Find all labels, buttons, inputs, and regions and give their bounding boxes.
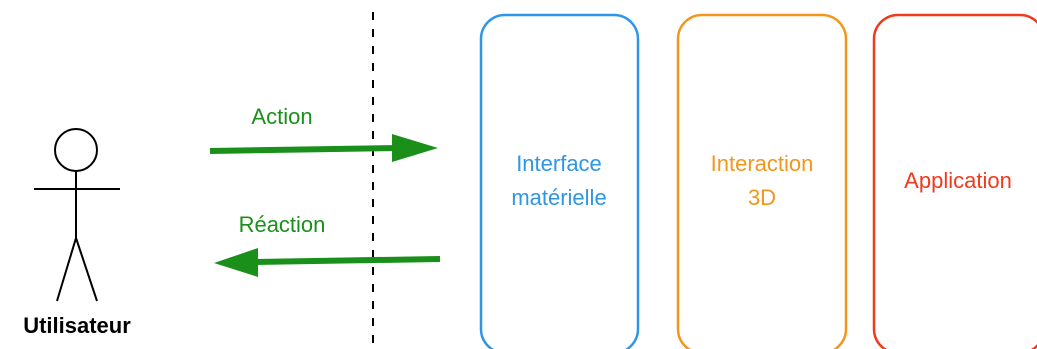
box-interaction-3d-line-2: 3D: [748, 185, 776, 210]
box-application: Application: [872, 13, 1037, 349]
action-arrow-head: [392, 134, 438, 162]
box-interface-materielle-frame: [479, 13, 640, 349]
action-arrow-shaft: [209, 145, 399, 154]
box-interaction-3d: Interaction 3D: [676, 13, 848, 349]
box-interaction-3d-line-1: Interaction: [711, 151, 814, 176]
reaction-label: Réaction: [239, 212, 326, 237]
box-application-line-1: Application: [904, 168, 1012, 193]
box-interface-materielle-line-2: matérielle: [511, 185, 606, 210]
actor-right-leg: [75, 237, 98, 302]
actor-label: Utilisateur: [23, 313, 131, 338]
reaction-arrow: [214, 248, 441, 277]
action-label: Action: [251, 104, 312, 129]
actor-head: [54, 128, 98, 172]
box-interface-materielle: Interface matérielle: [479, 13, 640, 349]
box-interface-materielle-line-1: Interface: [516, 151, 602, 176]
actor-left-leg: [56, 237, 77, 302]
reaction-arrow-head: [214, 248, 258, 277]
reaction-arrow-shaft: [251, 256, 441, 265]
box-interaction-3d-frame: [676, 13, 848, 349]
user-actor: Utilisateur: [23, 128, 131, 338]
action-arrow: [209, 134, 438, 162]
box-application-frame: [872, 13, 1037, 349]
